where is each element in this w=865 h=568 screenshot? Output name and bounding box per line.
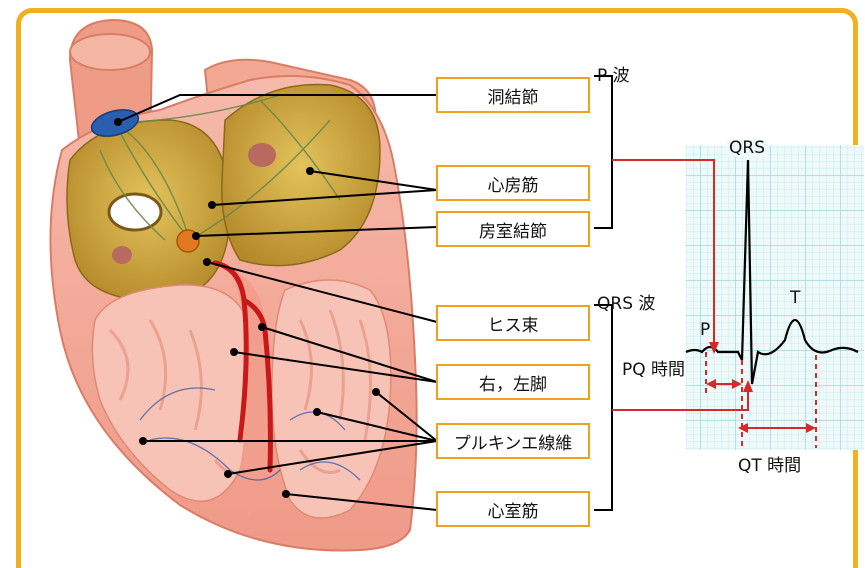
label-bundle-branches: 右，左脚 [436, 364, 590, 400]
ecg-panel [686, 145, 864, 450]
label-purkinje-fibers: プルキンエ線維 [436, 423, 590, 459]
ecg-label-qt-interval: QT 時間 [738, 458, 801, 475]
atrial-opening [109, 194, 161, 230]
ecg-label-t: T [790, 290, 800, 307]
label-ventricular-muscle: 心室筋 [436, 491, 590, 527]
ecg-label-qrs: QRS [727, 140, 767, 157]
label-sinoatrial-node: 洞結節 [436, 77, 590, 113]
label-av-node: 房室結節 [436, 211, 590, 247]
label-atrial-muscle: 心房筋 [436, 165, 590, 201]
label-his-bundle: ヒス束 [436, 305, 590, 341]
label-p-wave: P 波 [597, 68, 630, 85]
heart-illustration [50, 20, 416, 550]
ecg-label-p: P [700, 322, 710, 339]
ecg-label-pq-interval: PQ 時間 [622, 362, 685, 379]
label-qrs-wave: QRS 波 [597, 296, 655, 313]
